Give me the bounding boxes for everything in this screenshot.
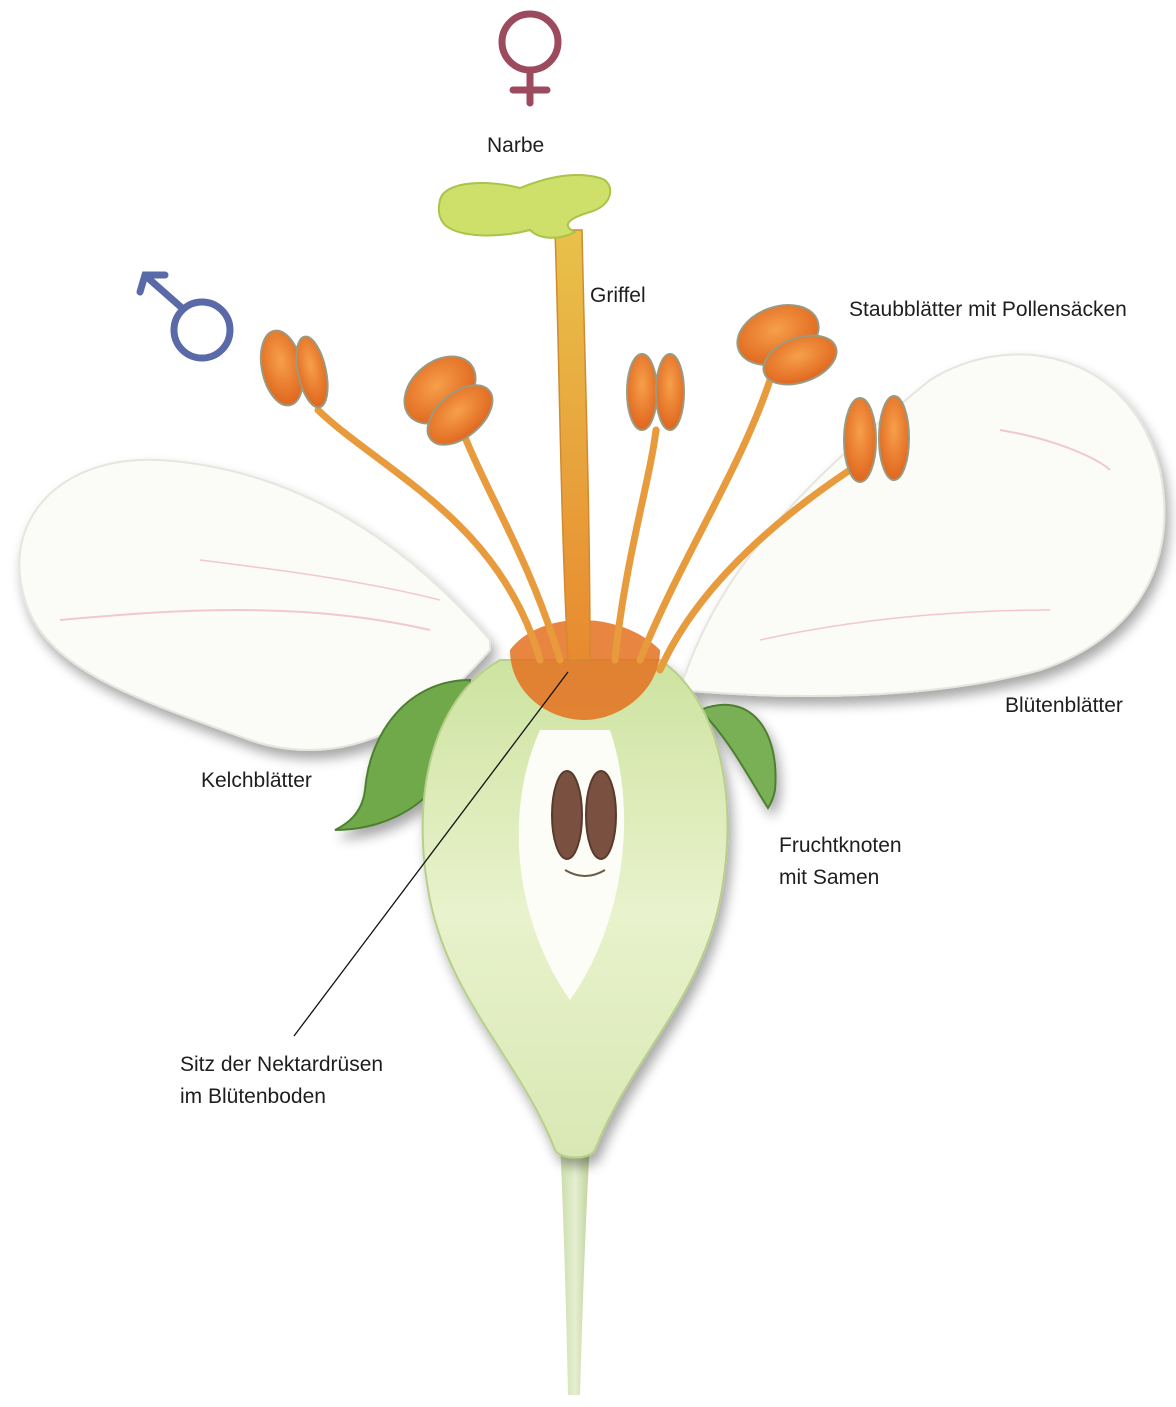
female-symbol-icon <box>502 14 558 103</box>
label-nektardruesen: Sitz der Nektardrüsen im Blütenboden <box>180 1049 383 1113</box>
flower-stem <box>560 1140 590 1395</box>
right-petal <box>680 354 1164 696</box>
label-griffel: Griffel <box>590 280 646 312</box>
label-fruchtknoten: Fruchtknoten mit Samen <box>779 830 902 894</box>
stigma <box>439 175 610 238</box>
label-narbe: Narbe <box>487 130 544 162</box>
male-symbol-icon <box>140 275 230 358</box>
anther-2 <box>391 343 503 456</box>
label-fruchtknoten-line-1: Fruchtknoten <box>779 830 902 862</box>
label-nektardruesen-line-2: im Blütenboden <box>180 1081 383 1113</box>
label-bluetenblaetter: Blütenblätter <box>1005 690 1123 722</box>
label-nektardruesen-line-1: Sitz der Nektardrüsen <box>180 1049 383 1081</box>
anther-4 <box>729 294 843 393</box>
anther-3 <box>627 354 684 430</box>
anther-1 <box>255 327 334 410</box>
style <box>555 230 590 660</box>
label-fruchtknoten-line-2: mit Samen <box>779 862 902 894</box>
label-kelchblaetter: Kelchblätter <box>201 765 312 797</box>
label-staubblaetter: Staubblätter mit Pollensäcken <box>849 294 1127 326</box>
